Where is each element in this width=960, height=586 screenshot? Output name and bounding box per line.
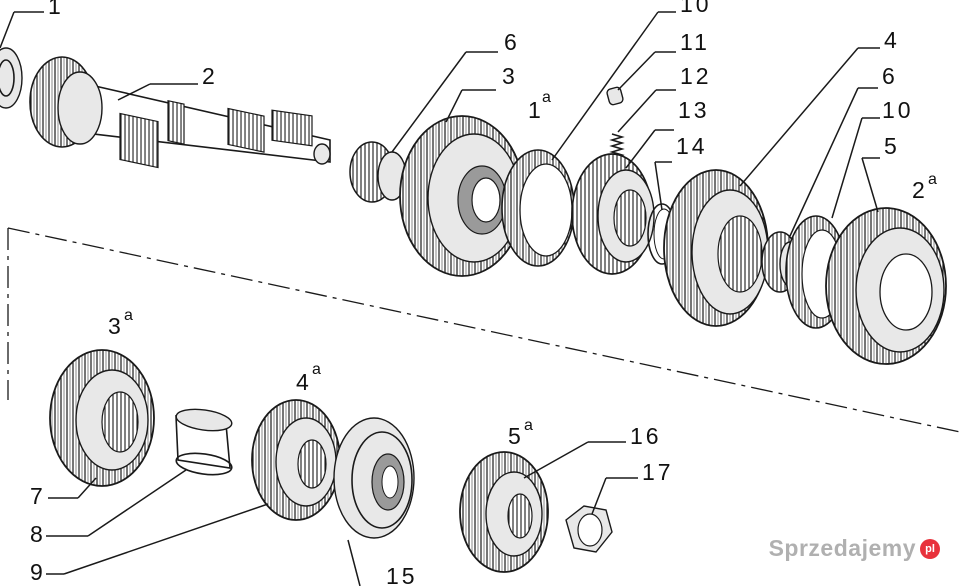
label-part-17: 17 [642, 459, 674, 485]
sleeve-gear-part-4 [663, 169, 769, 327]
label-part-7: 7 [30, 483, 46, 509]
label-part-14: 14 [676, 133, 708, 159]
watermark-badge: pl [920, 538, 940, 559]
watermark-text: Sprzedajemy [768, 535, 916, 561]
nut-part-17 [565, 505, 613, 553]
gear-label-2-sup: a [928, 171, 937, 188]
gear-label-1-sup: a [542, 89, 551, 106]
label-part-3: 3 [502, 63, 518, 89]
label-part-15: 15 [386, 563, 418, 586]
label-part-16: 16 [630, 423, 662, 449]
gear-label-5-sup: a [524, 417, 533, 434]
gear-part-5 [825, 207, 947, 365]
label-part-5: 5 [884, 133, 900, 159]
gear-label-4: 4 [296, 369, 312, 395]
needle-bearing-part-6 [349, 141, 407, 203]
label-part-10-top: 10 [680, 0, 712, 17]
label-part-11: 11 [680, 29, 710, 55]
gear-label-2: 2 [912, 177, 928, 203]
gear-part-16 [459, 451, 549, 573]
synchro-ring-part-10 [501, 149, 575, 267]
synchro-hub-part-13 [571, 153, 655, 275]
label-part-12: 12 [680, 63, 712, 89]
bushing-part-8 [175, 408, 233, 476]
watermark: Sprzedajemy pl [769, 535, 940, 562]
label-part-2: 2 [202, 63, 218, 89]
gear-label-3-sup: a [124, 307, 133, 324]
label-part-4: 4 [884, 27, 900, 53]
gear-label-1: 1 [528, 97, 544, 123]
label-part-10-right: 10 [882, 97, 914, 123]
bearing-part-15 [333, 417, 415, 539]
bearing-part-1 [0, 47, 23, 109]
label-part-13: 13 [678, 97, 710, 123]
gear-part-7 [49, 349, 155, 487]
label-part-8: 8 [30, 521, 46, 547]
gear-label-3: 3 [108, 313, 124, 339]
gear-part-3 [399, 115, 525, 277]
gear-label-5: 5 [508, 423, 524, 449]
gear-label-4-sup: a [312, 361, 321, 378]
label-part-1: 1 [48, 0, 64, 19]
label-part-6-right: 6 [882, 63, 898, 89]
leader-lines [0, 11, 880, 586]
axis-line [7, 227, 960, 433]
label-part-6-top: 6 [504, 29, 520, 55]
pin-part-11 [606, 86, 624, 106]
gear-part-9 [251, 399, 341, 521]
shaft-part-2 [29, 56, 331, 169]
label-part-9: 9 [30, 559, 46, 585]
